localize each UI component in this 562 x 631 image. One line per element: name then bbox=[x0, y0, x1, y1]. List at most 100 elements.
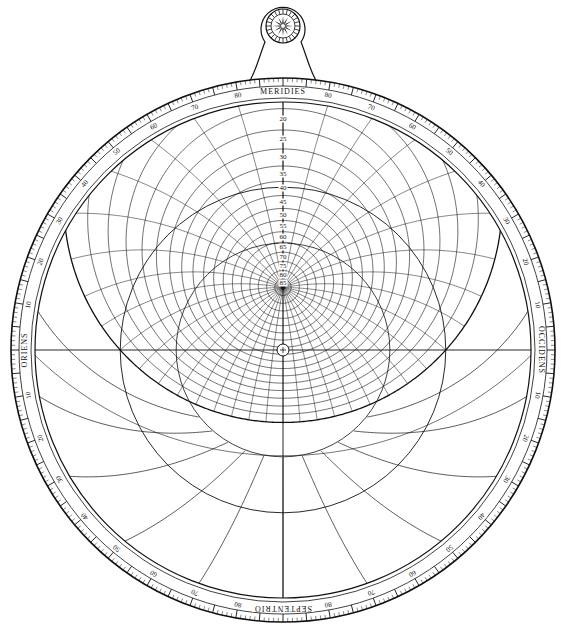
rosette-tick bbox=[271, 14, 275, 18]
degree-number: 30 bbox=[54, 215, 65, 226]
degree-tick bbox=[12, 331, 16, 332]
rosette-tick bbox=[291, 34, 295, 38]
degree-tick bbox=[190, 94, 193, 102]
degree-tick bbox=[27, 440, 35, 443]
degree-tick bbox=[546, 401, 550, 403]
degree-tick bbox=[52, 492, 55, 494]
degree-tick bbox=[517, 480, 520, 482]
degree-tick bbox=[35, 459, 39, 461]
degree-tick bbox=[434, 127, 439, 134]
degree-number: 10 bbox=[25, 300, 33, 310]
degree-tick bbox=[97, 546, 100, 549]
degree-tick bbox=[33, 455, 37, 457]
degree-number: 40 bbox=[475, 510, 486, 521]
degree-tick bbox=[395, 589, 398, 596]
degree-tick bbox=[221, 85, 223, 89]
altitude-number: 25 bbox=[279, 136, 288, 143]
degree-tick bbox=[366, 605, 367, 609]
rosette-tick bbox=[293, 32, 297, 35]
degree-number: 80 bbox=[323, 92, 333, 100]
degree-tick bbox=[151, 584, 153, 587]
altitude-number: 70 bbox=[279, 253, 288, 260]
degree-tick bbox=[462, 549, 465, 552]
degree-tick bbox=[278, 78, 279, 82]
degree-tick bbox=[24, 266, 28, 267]
altitude-number: 45 bbox=[279, 199, 288, 206]
degree-tick bbox=[164, 106, 166, 110]
degree-tick bbox=[444, 564, 446, 567]
rosette-tick bbox=[295, 26, 300, 27]
degree-tick bbox=[400, 591, 402, 595]
degree-tick bbox=[213, 87, 215, 95]
degree-tick bbox=[78, 172, 81, 175]
azimuth-line bbox=[85, 272, 283, 296]
degree-tick bbox=[131, 125, 133, 128]
degree-tick bbox=[127, 127, 132, 134]
degree-tick bbox=[181, 98, 182, 102]
degree-tick bbox=[297, 78, 298, 82]
rosette-tick bbox=[286, 10, 287, 15]
degree-tick bbox=[87, 161, 90, 164]
rosette-petal bbox=[273, 25, 280, 26]
degree-tick bbox=[194, 93, 195, 97]
degree-tick bbox=[320, 81, 322, 85]
degree-tick bbox=[459, 145, 462, 148]
throne-outline bbox=[248, 7, 318, 84]
degree-tick bbox=[11, 359, 15, 360]
degree-tick bbox=[11, 350, 19, 351]
rosette-tick bbox=[289, 36, 292, 40]
degree-tick bbox=[27, 257, 35, 260]
azimuth-line bbox=[283, 288, 407, 384]
degree-tick bbox=[31, 450, 35, 451]
degree-tick bbox=[320, 615, 322, 619]
degree-tick bbox=[36, 235, 43, 238]
degree-tick bbox=[186, 600, 187, 604]
degree-tick bbox=[528, 459, 532, 461]
degree-tick bbox=[482, 529, 485, 532]
altitude-number: 65 bbox=[279, 244, 288, 251]
degree-tick bbox=[249, 80, 250, 84]
pole-hole bbox=[277, 344, 289, 356]
azimuth-line bbox=[133, 44, 283, 288]
degree-tick bbox=[512, 482, 519, 486]
degree-tick bbox=[14, 307, 18, 309]
degree-tick bbox=[268, 618, 269, 622]
unequal-hour-line bbox=[199, 456, 264, 583]
degree-tick bbox=[50, 210, 53, 212]
degree-tick bbox=[388, 597, 390, 601]
degree-tick bbox=[482, 168, 485, 171]
degree-tick bbox=[497, 186, 500, 188]
degree-tick bbox=[116, 561, 118, 564]
degree-tick bbox=[413, 112, 415, 115]
degree-tick bbox=[452, 139, 455, 142]
degree-tick bbox=[415, 114, 419, 121]
altitude-number: 40 bbox=[279, 185, 288, 192]
degree-tick bbox=[84, 533, 87, 536]
degree-tick bbox=[112, 558, 115, 561]
degree-tick bbox=[264, 617, 265, 621]
degree-tick bbox=[338, 84, 340, 88]
degree-tick bbox=[306, 613, 308, 621]
degree-tick bbox=[421, 580, 423, 583]
degree-tick bbox=[12, 326, 20, 328]
degree-tick bbox=[508, 202, 511, 204]
plate-lines bbox=[0, 0, 562, 598]
degree-tick bbox=[383, 598, 384, 602]
degree-number: 30 bbox=[54, 473, 65, 484]
degree-tick bbox=[311, 617, 312, 621]
azimuth-line bbox=[89, 101, 283, 288]
degree-tick bbox=[500, 508, 503, 510]
degree-tick bbox=[550, 378, 554, 379]
degree-tick bbox=[485, 175, 491, 180]
degree-tick bbox=[485, 526, 488, 529]
degree-tick bbox=[135, 575, 137, 578]
degree-tick bbox=[11, 340, 15, 341]
degree-tick bbox=[517, 218, 520, 220]
degree-tick bbox=[543, 414, 547, 416]
degree-tick bbox=[545, 293, 549, 295]
degree-tick bbox=[14, 312, 18, 314]
degree-tick bbox=[466, 546, 469, 549]
degree-tick bbox=[160, 589, 162, 593]
degree-tick bbox=[409, 110, 411, 114]
degree-tick bbox=[231, 613, 233, 617]
